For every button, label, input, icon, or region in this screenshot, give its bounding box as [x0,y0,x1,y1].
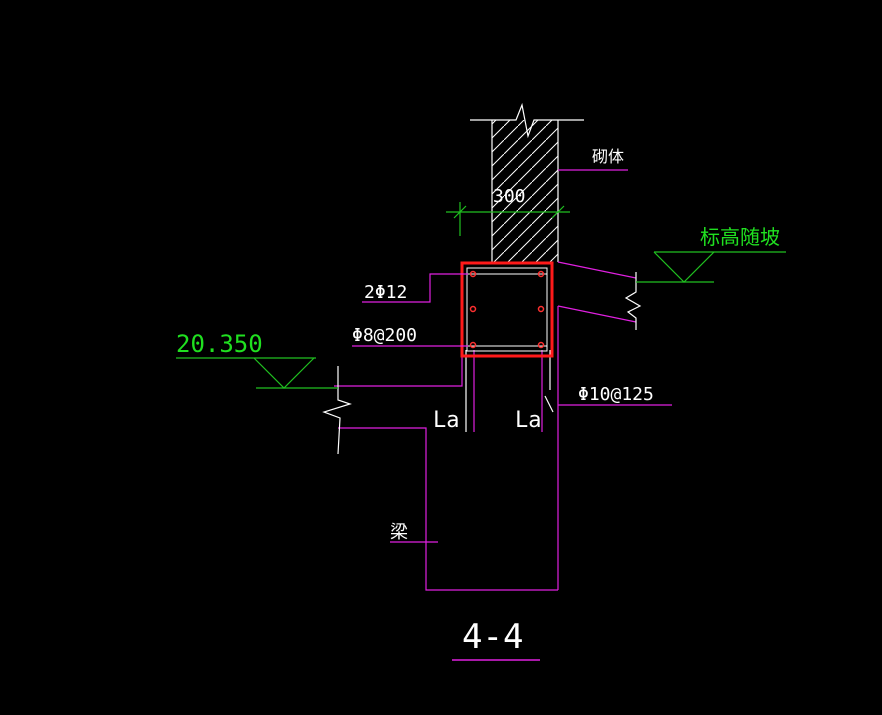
elevation-marker-left [176,357,338,389]
masonry-wall [470,102,584,262]
break-line-top [470,102,584,139]
rebar-dot [469,341,477,349]
break-line-left [322,366,352,455]
width-dimension: 300 [446,186,570,236]
rebar-dot [469,305,477,313]
anchor-bars [465,350,551,432]
masonry-label: 砌体 [592,147,624,166]
side-bars-label: Φ10@125 [578,384,654,405]
top-bars-leader [362,273,468,303]
stirrups-label: Φ8@200 [352,325,417,346]
top-bars-label: 2Φ12 [364,282,407,303]
rebar-dots [469,270,545,349]
elevation-value-label: 20.350 [176,330,263,358]
anchor-left-label: La [433,408,460,433]
width-dimension-text: 300 [493,186,526,207]
elevation-follow-slope-label: 标高随坡 [700,225,780,249]
section-title: 4-4 [462,617,523,657]
beam-section-highlight [460,261,554,358]
stirrup-outline [466,267,548,352]
beam-label: 梁 [390,522,408,543]
ring-beam [322,261,642,591]
break-line-right [624,272,642,330]
masonry-hatch [492,120,558,262]
rebar-dot [537,341,545,349]
rebar-dot [537,305,545,313]
rebar-dot [537,270,545,278]
anchor-right-label: La [515,408,542,433]
side-bars-tick [544,395,554,413]
elevation-marker-right [636,251,786,283]
rebar-dot [469,270,477,278]
